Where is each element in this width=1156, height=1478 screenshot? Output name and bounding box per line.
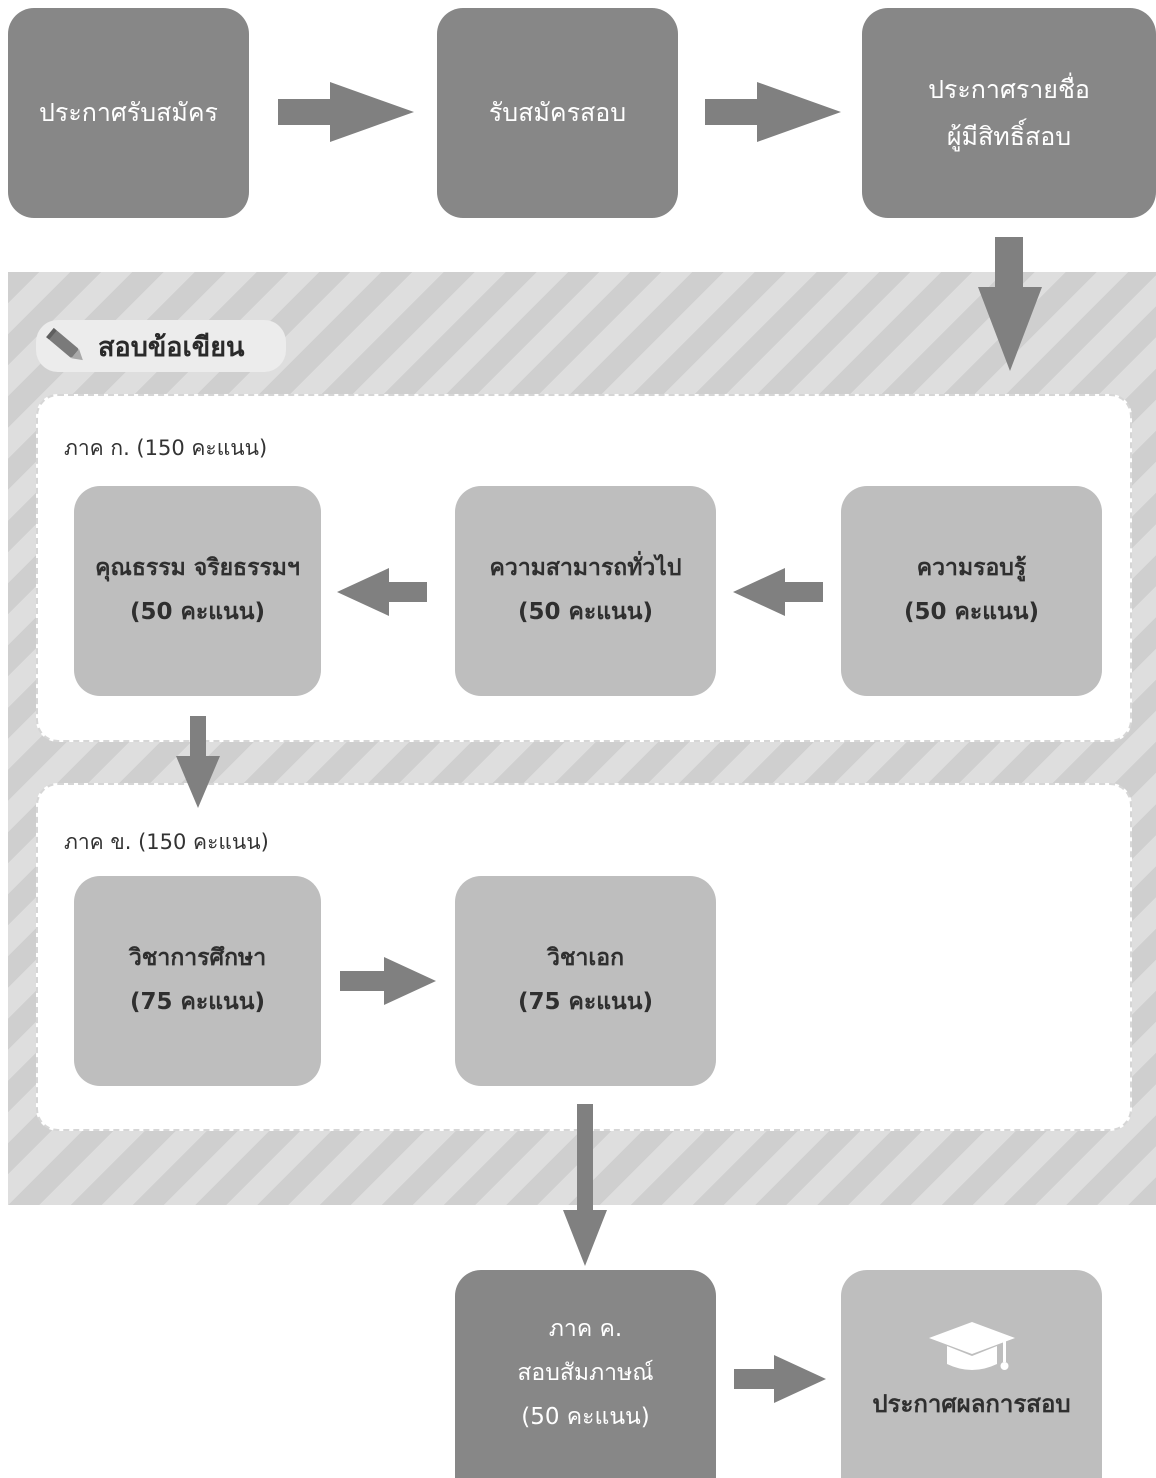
part-b-box-education-name: วิชาการศึกษา <box>128 945 267 972</box>
step-announce-eligible-line2: ผู้มีสิทธิ์สอบ <box>946 122 1072 151</box>
part-a-box-knowledge-score: (50 คะแนน) <box>903 599 1040 625</box>
part-a-box-ethics-name: คุณธรรม จริยธรรมฯ <box>95 555 300 582</box>
part-b-box-major-score: (75 คะแนน) <box>517 989 654 1015</box>
arrow-general-to-ethics <box>337 568 427 616</box>
part-b-box-education-score: (75 คะแนน) <box>129 989 266 1015</box>
part-c-interview: ภาค ค. สอบสัมภาษณ์ (50 คะแนน) <box>455 1270 716 1478</box>
announce-results-label: ประกาศผลการสอบ <box>872 1390 1071 1419</box>
arrow-part-c-to-result <box>734 1355 826 1403</box>
step-apply-exam-label: รับสมัครสอบ <box>488 98 627 128</box>
part-b-box-education: วิชาการศึกษา (75 คะแนน) <box>74 876 321 1086</box>
part-c-score: (50 คะแนน) <box>521 1403 650 1430</box>
part-b-box-major: วิชาเอก (75 คะแนน) <box>455 876 716 1086</box>
part-a-title: ภาค ก. (150 คะแนน) <box>64 436 268 460</box>
part-c-interview-label: สอบสัมภาษณ์ <box>517 1360 654 1387</box>
arrow-step1-to-step2 <box>278 82 414 142</box>
graduation-cap-icon <box>928 1322 1015 1371</box>
part-a-box-ethics-score: (50 คะแนน) <box>129 599 266 625</box>
part-a-box-knowledge: ความรอบรู้ (50 คะแนน) <box>841 486 1102 696</box>
written-exam-badge: สอบข้อเขียน <box>36 320 286 372</box>
arrow-education-to-major <box>340 957 436 1005</box>
part-a-box-general-ability-score: (50 คะแนน) <box>517 599 654 625</box>
step-announce-application-label: ประกาศรับสมัคร <box>39 98 218 128</box>
arrow-step2-to-step3 <box>705 82 841 142</box>
part-b-title: ภาค ข. (150 คะแนน) <box>64 830 269 854</box>
arrow-part-b-to-part-c <box>563 1104 607 1266</box>
part-a-box-ethics: คุณธรรม จริยธรรมฯ (50 คะแนน) <box>74 486 321 696</box>
pencil-icon <box>46 327 83 361</box>
written-exam-label: สอบข้อเขียน <box>98 331 245 363</box>
step-announce-application: ประกาศรับสมัคร <box>8 8 249 218</box>
announce-results: ประกาศผลการสอบ <box>841 1270 1102 1478</box>
arrow-step3-to-written <box>978 237 1042 371</box>
arrow-part-a-to-part-b <box>176 716 220 808</box>
step-announce-eligible-line1: ประกาศรายชื่อ <box>928 74 1090 104</box>
part-a-box-knowledge-name: ความรอบรู้ <box>916 555 1027 582</box>
arrow-knowledge-to-general <box>733 568 823 616</box>
step-apply-exam: รับสมัครสอบ <box>437 8 678 218</box>
step-announce-eligible: ประกาศรายชื่อ ผู้มีสิทธิ์สอบ <box>862 8 1156 218</box>
part-c-title: ภาค ค. <box>548 1316 623 1343</box>
part-a-box-general-ability-name: ความสามารถทั่วไป <box>489 555 682 582</box>
part-b-box-major-name: วิชาเอก <box>546 945 625 972</box>
part-a-box-general-ability: ความสามารถทั่วไป (50 คะแนน) <box>455 486 716 696</box>
